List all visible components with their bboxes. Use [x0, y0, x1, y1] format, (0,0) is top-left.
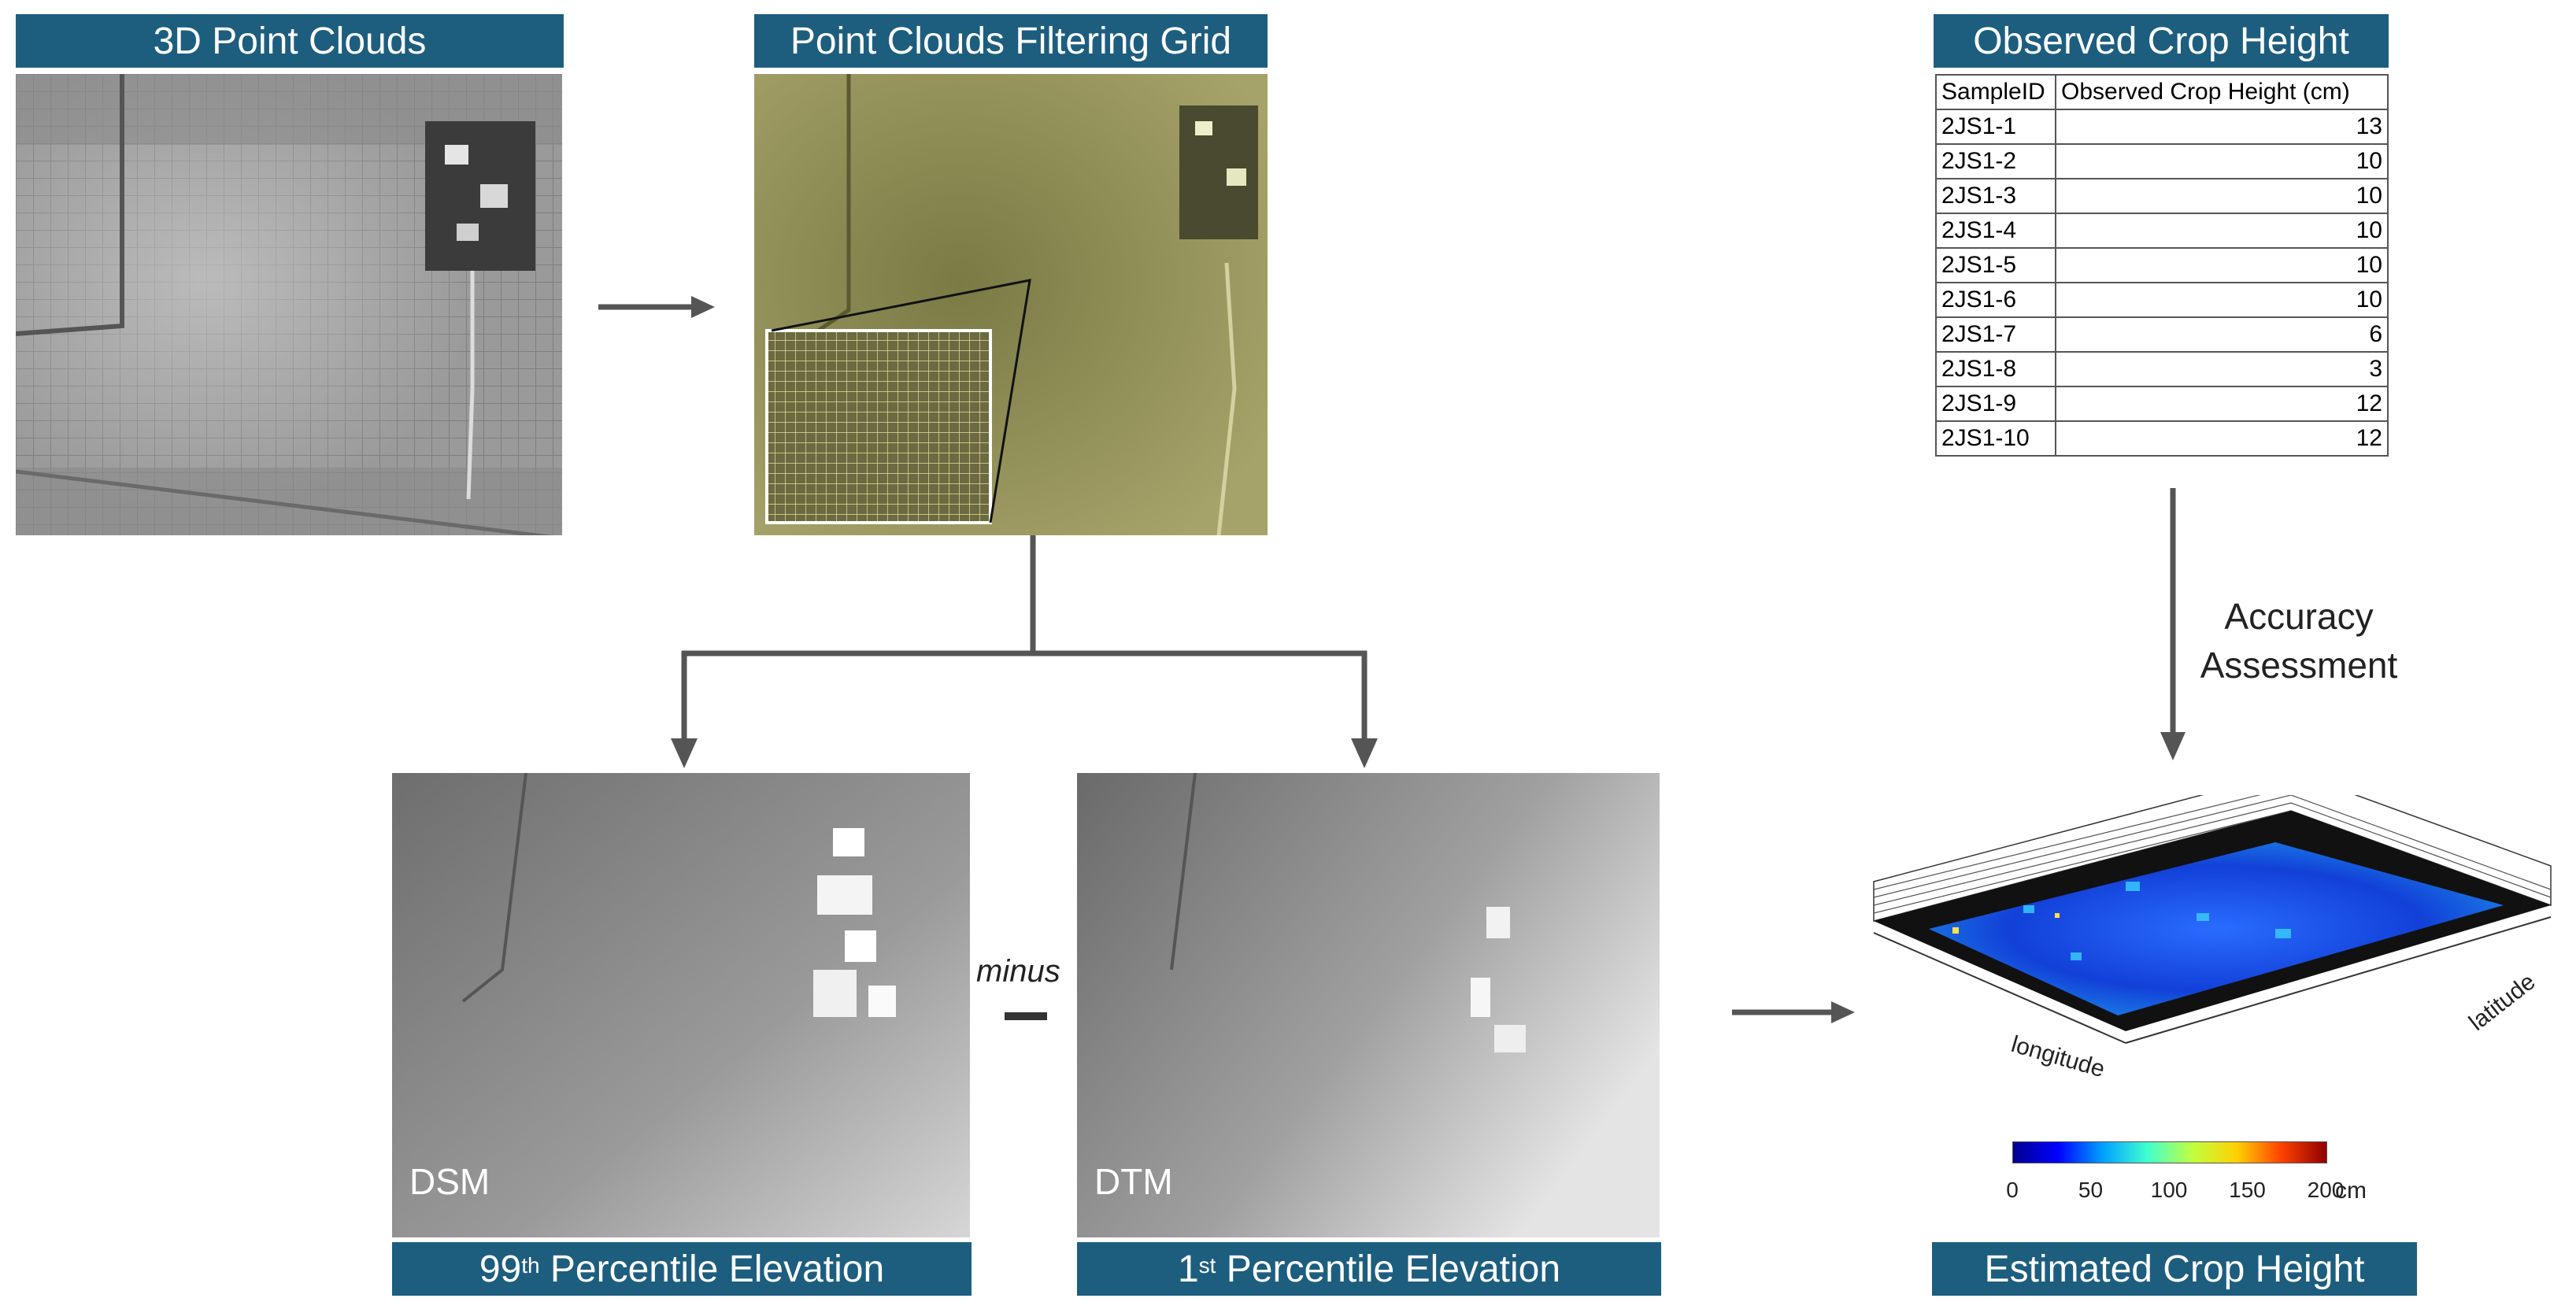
accuracy-label: Accuracy Assessment	[2189, 592, 2409, 690]
observed-height-cell: 13	[2055, 109, 2389, 145]
observed-height-cell: 3	[2055, 351, 2389, 387]
sample-id-cell: 2JS1-2	[1935, 143, 2056, 179]
dsm-title-base: 99	[479, 1248, 522, 1290]
observed-height-cell: 10	[2055, 178, 2389, 214]
sample-id-cell: 2JS1-7	[1935, 316, 2056, 353]
header-observed-height: Observed Crop Height (cm)	[2055, 74, 2389, 110]
colorbar-tick-label: 100	[2150, 1178, 2188, 1202]
estimated-title: Estimated Crop Height	[1932, 1242, 2417, 1296]
observed-title: Observed Crop Height	[1934, 14, 2389, 68]
crop-height-3d-plot	[1866, 795, 2559, 1110]
header-sample-id: SampleID	[1935, 74, 2056, 110]
sample-id-cell: 2JS1-1	[1935, 109, 2056, 145]
colorbar-tick-label: 200	[2307, 1178, 2345, 1202]
minus-word: minus	[976, 954, 1060, 989]
colorbar-tick-label: 0	[2006, 1178, 2019, 1202]
table-header-row: SampleID Observed Crop Height (cm)	[1935, 74, 2389, 110]
minus-sign	[1005, 1012, 1047, 1020]
point-clouds-image	[16, 74, 562, 535]
colorbar-tick-label: 50	[2078, 1178, 2104, 1202]
point-clouds-title: 3D Point Clouds	[16, 14, 564, 68]
observed-height-cell: 10	[2055, 143, 2389, 179]
dtm-title-rest: Percentile Elevation	[1216, 1248, 1561, 1290]
arrow-to-grid	[598, 296, 715, 318]
observed-height-cell: 10	[2055, 282, 2389, 318]
dsm-title-sup: th	[521, 1253, 540, 1278]
sample-id-cell: 2JS1-10	[1935, 420, 2056, 457]
observed-height-cell: 12	[2055, 420, 2389, 457]
branch-connector	[671, 535, 1378, 768]
dsm-title-rest: Percentile Elevation	[539, 1248, 885, 1290]
observed-height-cell: 6	[2055, 316, 2389, 353]
filtering-grid-image	[754, 74, 1268, 535]
dtm-label: DTM	[1094, 1161, 1173, 1202]
sample-id-cell: 2JS1-4	[1935, 213, 2056, 249]
observed-table: SampleID Observed Crop Height (cm) 2JS1-…	[1935, 74, 2389, 457]
dsm-image	[392, 773, 970, 1237]
sample-id-cell: 2JS1-6	[1935, 282, 2056, 318]
observed-height-cell: 10	[2055, 247, 2389, 283]
sample-id-cell: 2JS1-3	[1935, 178, 2056, 214]
accuracy-line2: Assessment	[2200, 645, 2398, 686]
dtm-title-sup: st	[1198, 1253, 1216, 1278]
sample-id-cell: 2JS1-9	[1935, 386, 2056, 422]
arrow-to-estimated	[1732, 1001, 1855, 1023]
colorbar-tick-label: 150	[2229, 1178, 2266, 1202]
sample-id-cell: 2JS1-5	[1935, 247, 2056, 283]
colorbar-ticks: 0 50 100 150 200	[2006, 1168, 2344, 1202]
dsm-label: DSM	[409, 1161, 490, 1202]
dtm-title-base: 1	[1177, 1248, 1199, 1290]
filtering-grid-title: Point Clouds Filtering Grid	[754, 14, 1268, 68]
colorbar	[2012, 1141, 2327, 1163]
observed-height-cell: 10	[2055, 213, 2389, 249]
observed-height-cell: 12	[2055, 386, 2389, 422]
dtm-image	[1077, 773, 1660, 1237]
accuracy-arrow	[2160, 488, 2186, 760]
sample-id-cell: 2JS1-8	[1935, 351, 2056, 387]
colorbar-unit: cm	[2335, 1178, 2367, 1204]
accuracy-line1: Accuracy	[2224, 596, 2374, 637]
